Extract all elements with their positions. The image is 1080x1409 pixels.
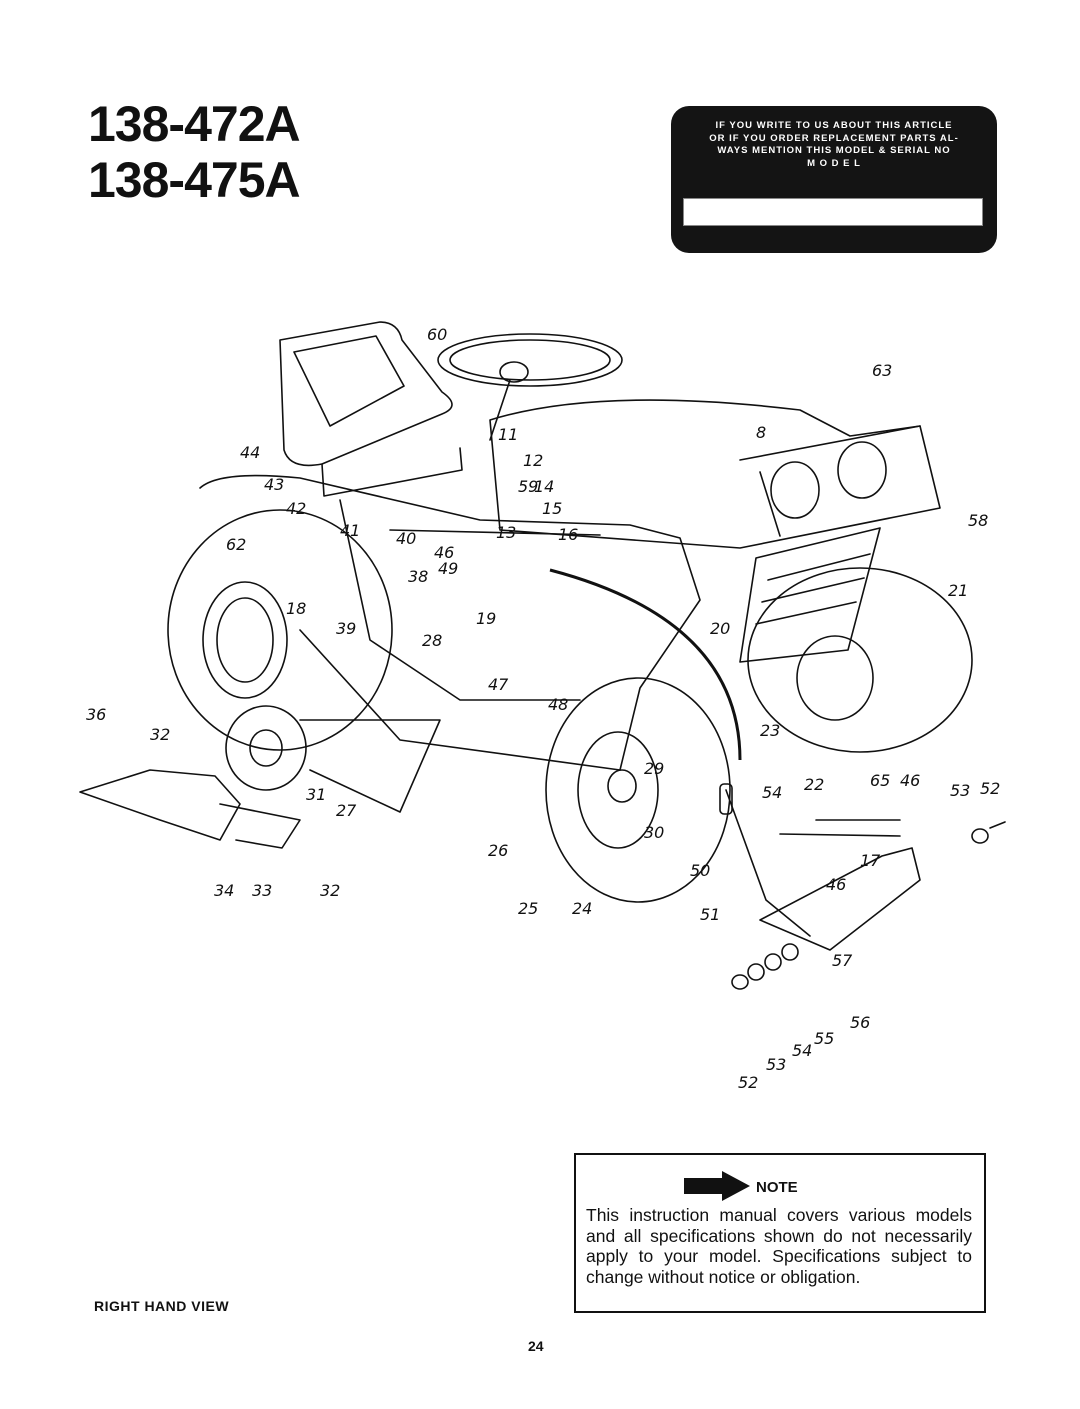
model-number-1: 138-472A: [88, 96, 301, 152]
callout: 52: [738, 1073, 758, 1092]
note-box: NOTE This instruction manual covers vari…: [574, 1153, 986, 1313]
callout: 22: [804, 775, 824, 794]
callout: 43: [264, 475, 284, 494]
callout: 52: [980, 779, 1000, 798]
callout: 27: [336, 801, 357, 820]
note-title: NOTE: [756, 1179, 798, 1196]
callout: 44: [240, 443, 260, 462]
callout: 11: [498, 425, 518, 444]
callout: 21: [948, 581, 968, 600]
callout: 54: [792, 1041, 812, 1060]
hood-drawing: [489, 399, 941, 549]
callout: 58: [968, 511, 988, 530]
note-body: This instruction manual covers various m…: [586, 1205, 972, 1287]
callout: 40: [396, 529, 416, 548]
discharge-chute-drawing: [79, 769, 301, 849]
callout: 12: [523, 451, 543, 470]
callout: 50: [690, 861, 710, 880]
callout: 25: [518, 899, 538, 918]
callout: 62: [226, 535, 246, 554]
callout-labels: 60 63 8 58 21 11 12 59 14 15 16 44 43 42…: [86, 325, 1000, 1092]
page-number: 24: [528, 1338, 544, 1354]
callout: 24: [572, 899, 592, 918]
callout: 33: [252, 881, 272, 900]
info-line-2: OR IF YOU ORDER REPLACEMENT PARTS AL-: [709, 132, 959, 144]
model-numbers: 138-472A 138-475A: [88, 96, 301, 208]
callout: 57: [832, 951, 853, 970]
callout: 28: [422, 631, 442, 650]
frame-drawing: [199, 474, 701, 771]
callout: 46: [900, 771, 920, 790]
callout: 30: [644, 823, 664, 842]
callout: 8: [756, 423, 766, 442]
callout: 19: [476, 609, 496, 628]
washer-stack-drawing: [731, 821, 1006, 990]
callout: 54: [762, 783, 782, 802]
callout: 36: [86, 705, 106, 724]
callout: 18: [286, 599, 306, 618]
callout: 60: [427, 325, 447, 344]
callout: 53: [950, 781, 970, 800]
callout: 65: [870, 771, 890, 790]
callout: 55: [814, 1029, 834, 1048]
callout: 47: [488, 675, 509, 694]
callout: 59: [518, 477, 538, 496]
rear-wheel-drawing: [167, 509, 393, 751]
view-label: RIGHT HAND VIEW: [94, 1298, 230, 1314]
callout: 48: [548, 695, 568, 714]
callout: 34: [214, 881, 234, 900]
callout: 13: [496, 523, 516, 542]
callout: 49: [438, 559, 458, 578]
model-serial-info-box: IF YOU WRITE TO US ABOUT THIS ARTICLE OR…: [671, 106, 997, 253]
callout: 20: [710, 619, 730, 638]
callout: 42: [286, 499, 306, 518]
callout: 32: [150, 725, 170, 744]
steering-wheel-drawing: [437, 333, 623, 441]
callout: 63: [872, 361, 892, 380]
deck-pulley-drawing: [225, 705, 441, 813]
callout: 53: [766, 1055, 786, 1074]
callout: 46: [826, 875, 846, 894]
info-line-model: M O D E L: [807, 157, 861, 169]
callout: 31: [306, 785, 326, 804]
model-number-field: [683, 198, 983, 226]
callout: 23: [760, 721, 780, 740]
front-wheel-drawing: [747, 567, 973, 753]
callout: 29: [644, 759, 664, 778]
info-text: IF YOU WRITE TO US ABOUT THIS ARTICLE OR…: [671, 120, 997, 170]
callout: 14: [534, 477, 554, 496]
callout: 16: [558, 525, 578, 544]
callout: 39: [336, 619, 356, 638]
tractor-parts-diagram: 60 63 8 58 21 11 12 59 14 15 16 44 43 42…: [79, 321, 1006, 1092]
callout: 51: [700, 905, 720, 924]
headlights-drawing: [770, 441, 887, 519]
callout: 41: [340, 521, 360, 540]
model-number-2: 138-475A: [88, 152, 301, 208]
callout: 17: [860, 851, 881, 870]
center-wheel-drawing: [545, 677, 731, 903]
seat-drawing: [279, 321, 463, 497]
callout: 46: [434, 543, 454, 562]
arrow-right-icon: [684, 1171, 750, 1201]
callout: 15: [542, 499, 562, 518]
callout: 38: [408, 567, 428, 586]
info-line-1: IF YOU WRITE TO US ABOUT THIS ARTICLE: [715, 120, 953, 131]
callout: 26: [488, 841, 508, 860]
callout: 56: [850, 1013, 870, 1032]
info-line-3: WAYS MENTION THIS MODEL & SERIAL NO: [717, 145, 951, 156]
callout: 32: [320, 881, 340, 900]
grille-drawing: [739, 527, 881, 663]
brake-pedal-drawing: [719, 783, 921, 951]
